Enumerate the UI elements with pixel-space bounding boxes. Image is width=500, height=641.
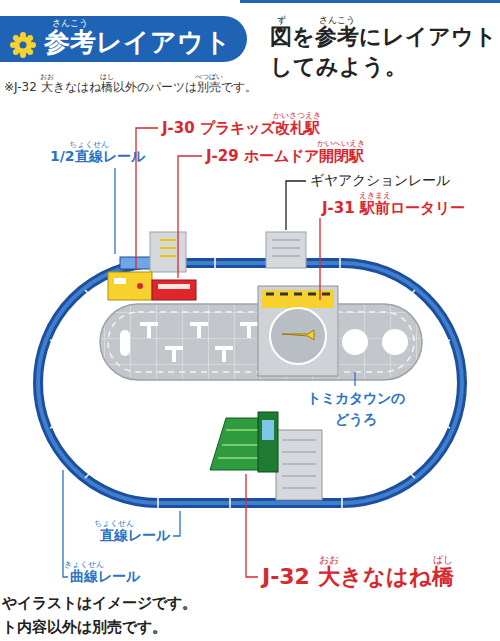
part-name: 直線レール [100, 527, 170, 544]
gear-icon [10, 32, 36, 58]
part-name: J-29 ホームドア開閉駅 [206, 147, 364, 165]
ruby-text: さんこう [319, 16, 355, 25]
leader-lines [63, 128, 355, 577]
ruby-text: ず [277, 16, 286, 25]
ruby-text: ちょくせん [94, 520, 134, 528]
ruby-text: えきまえ [359, 192, 391, 200]
part-name: ギヤアクションレール [310, 172, 450, 189]
drawbridge [210, 412, 322, 500]
ruby-text: さんこう [52, 19, 88, 28]
station-rotary [258, 286, 338, 376]
ruby-text: ばし [433, 555, 453, 565]
intro-text: 図を参考にレイアウト してみよう。 [270, 22, 498, 82]
note-text: ※J-32 大きなはね橋以外のパーツは別売です。 [4, 80, 257, 94]
gear-action-rail [266, 232, 306, 268]
ruby-text: かいへいえき [317, 140, 365, 148]
ruby-text: べつばい [195, 74, 223, 81]
part-name: J-31 駅前ロータリー [322, 199, 465, 217]
title-badge: 参考レイアウト [0, 16, 247, 62]
ruby-text: きょくせん [64, 561, 104, 569]
part-name: J-30 プラキッズ改札駅 [162, 119, 320, 137]
part-name: トミカタウンの どうろ [300, 388, 412, 430]
ruby-text: はし [100, 74, 114, 81]
ruby-text: おお [40, 74, 54, 81]
ruby-text: ちょくせん [69, 141, 109, 149]
title-text: 参考レイアウト [44, 28, 231, 58]
rail-track [38, 257, 462, 508]
part-name: 曲線レール [70, 568, 140, 585]
part-name: J-32 大きなはね橋 [262, 564, 454, 590]
homedoor-station [152, 280, 196, 300]
header-rule [240, 0, 500, 3]
footnote-text: やイラストはイメージです。 [2, 594, 197, 612]
ruby-text: かいさつえき [273, 112, 321, 120]
part-name: 1/2直線レール [50, 148, 145, 165]
ruby-text: おお [319, 555, 339, 565]
footnote-text: ト内容以外は別売です。 [2, 618, 167, 636]
